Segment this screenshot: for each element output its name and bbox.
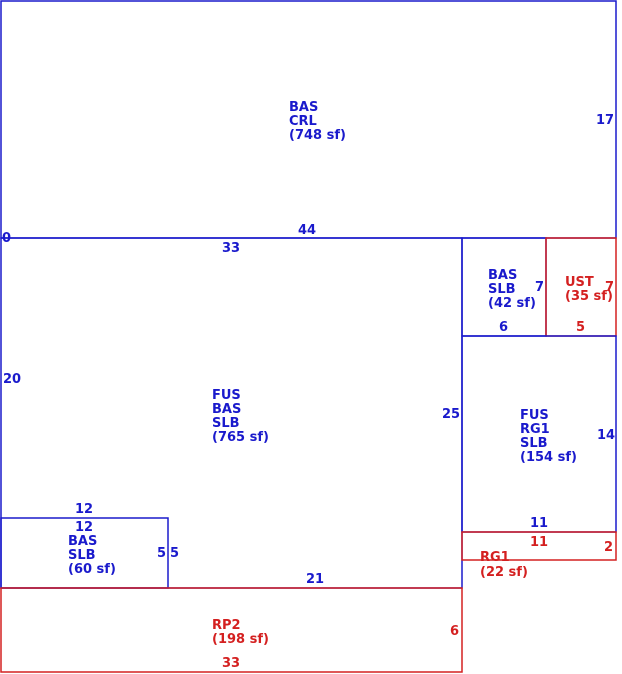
fus-rg1-slb-code3: SLB (520, 436, 548, 451)
bas-slb-corner-area: (60 sf) (68, 562, 116, 577)
fus-bas-slb-code1: FUS (212, 388, 241, 403)
fus-rg1-slb-code2: RG1 (520, 422, 550, 437)
bas-slb-corner-dim-top-outer: 12 (75, 502, 93, 517)
fus-rg1-slb-code1: FUS (520, 408, 549, 423)
fus-bas-slb-dim-left: 20 (3, 372, 21, 387)
ust-dim-right: 7 (605, 280, 614, 295)
bas-slb-small-code1: BAS (488, 268, 517, 283)
rg1-dim-right: 2 (604, 540, 613, 555)
rg1-outline (461, 531, 617, 561)
fus-bas-slb-dim-top: 33 (222, 241, 240, 256)
bas-slb-small-dim-bottom: 6 (499, 320, 508, 335)
bas-crl-code1: BAS (289, 100, 318, 115)
fus-bas-slb-area: (765 sf) (212, 430, 269, 445)
bas-slb-small-code2: SLB (488, 282, 516, 297)
rp2-dim-right: 6 (450, 624, 459, 639)
bas-slb-corner-dim-right-inner: 5 (157, 546, 166, 561)
bas-slb-corner-dim-right-outer: 5 (170, 546, 179, 561)
fus-bas-slb-code2: BAS (212, 402, 241, 417)
bas-crl-dim-right: 17 (596, 113, 614, 128)
fus-bas-slb-code3: SLB (212, 416, 240, 431)
bas-crl-dim-zero: 0 (2, 231, 11, 246)
bas-crl-dim-top: 44 (298, 223, 316, 238)
fus-rg1-slb-area: (154 sf) (520, 450, 577, 465)
rg1-dim-top: 11 (530, 535, 548, 550)
rp2-dim-bottom: 33 (222, 656, 240, 671)
bas-slb-small-area: (42 sf) (488, 296, 536, 311)
bas-slb-corner-dim-top-inner: 12 (75, 520, 93, 535)
bas-crl-area: (748 sf) (289, 128, 346, 143)
rg1-code1: RG1 (480, 550, 510, 565)
fus-bas-slb-dim-bottom: 21 (306, 572, 324, 587)
fus-rg1-slb-dim-bottom: 11 (530, 516, 548, 531)
ust-code1: UST (565, 275, 594, 290)
bas-slb-small-dim-right: 7 (535, 280, 544, 295)
ust-dim-bottom: 5 (576, 320, 585, 335)
bas-slb-corner-code1: BAS (68, 534, 97, 549)
rg1-area: (22 sf) (480, 565, 528, 580)
ust-area: (35 sf) (565, 289, 613, 304)
fus-rg1-slb-dim-right: 14 (597, 428, 615, 443)
bas-slb-corner-code2: SLB (68, 548, 96, 563)
rp2-code1: RP2 (212, 618, 241, 633)
bas-crl-code2: CRL (289, 114, 317, 129)
rp2-outline (0, 587, 463, 673)
rp2-area: (198 sf) (212, 632, 269, 647)
fus-bas-slb-dim-right: 25 (442, 407, 460, 422)
